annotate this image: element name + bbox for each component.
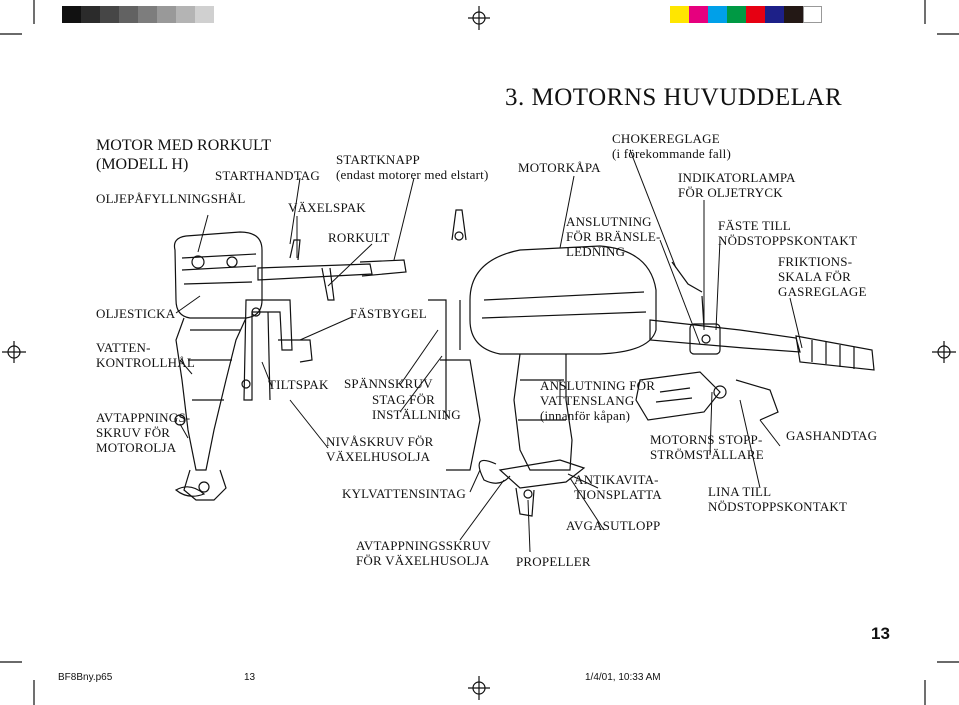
label-fastbygel: FÄSTBYGEL [350, 306, 427, 321]
label-oljepafyllningshal: OLJEPÅFYLLNINGSHÅL [96, 191, 246, 206]
color-swatch [784, 6, 803, 23]
registration-mark-left [2, 341, 26, 363]
gray-swatch [138, 6, 157, 23]
label-propeller: PROPELLER [516, 554, 591, 569]
label-starthandtag: STARTHANDTAG [215, 168, 320, 183]
gray-swatch [157, 6, 176, 23]
label-vaxelspak: VÄXELSPAK [288, 200, 366, 215]
label-vattenkontrollhal: VATTEN-KONTROLLHÅL [96, 340, 195, 370]
label-gashandtag: GASHANDTAG [786, 428, 878, 443]
gray-swatch [100, 6, 119, 23]
label-stoppstromstallare: MOTORNS STOPP-STRÖMSTÄLLARE [650, 432, 764, 462]
gray-swatch [81, 6, 100, 23]
leader-lines [175, 149, 803, 553]
footer-date: 1/4/01, 10:33 AM [585, 672, 661, 683]
motor-perspective-view [428, 209, 875, 517]
label-chokereglage: CHOKEREGLAGE(i förekommande fall) [612, 131, 731, 161]
label-kylvattensintag: KYLVATTENSINTAG [342, 486, 467, 501]
color-swatch [746, 6, 765, 23]
gray-swatch [62, 6, 81, 23]
page-title: 3. MOTORNS HUVUDDELAR [505, 84, 843, 111]
registration-mark-bottom [468, 676, 490, 700]
color-swatch [708, 6, 727, 23]
label-tiltspak: TILTSPAK [268, 377, 329, 392]
footer-filename: BF8Bny.p65 [58, 672, 113, 683]
label-spannskruv: SPÄNNSKRUV [344, 376, 433, 391]
label-rorkult: RORKULT [328, 230, 390, 245]
page-number: 13 [871, 624, 890, 643]
label-motorkapa: MOTORKÅPA [518, 160, 601, 175]
label-avgasutlopp: AVGASUTLOPP [566, 518, 661, 533]
color-swatch [689, 6, 708, 23]
color-swatch [765, 6, 784, 23]
label-antikavitationsplatta: ANTIKAVITA-TIONSPLATTA [574, 472, 662, 502]
label-oljesticka: OLJESTICKA [96, 306, 176, 321]
registration-mark-right [932, 341, 956, 363]
color-swatch [803, 6, 822, 23]
registration-mark-top [468, 6, 490, 30]
motor-side-view [173, 231, 407, 501]
gray-swatch [119, 6, 138, 23]
color-swatch [670, 6, 689, 23]
gray-swatch [195, 6, 214, 23]
color-swatch [727, 6, 746, 23]
footer-page: 13 [244, 672, 256, 683]
diagram-heading: MOTOR MED RORKULT (MODELL H) [96, 137, 272, 173]
label-startknapp: STARTKNAPP(endast motorer med elstart) [336, 152, 489, 182]
gray-swatch [176, 6, 195, 23]
